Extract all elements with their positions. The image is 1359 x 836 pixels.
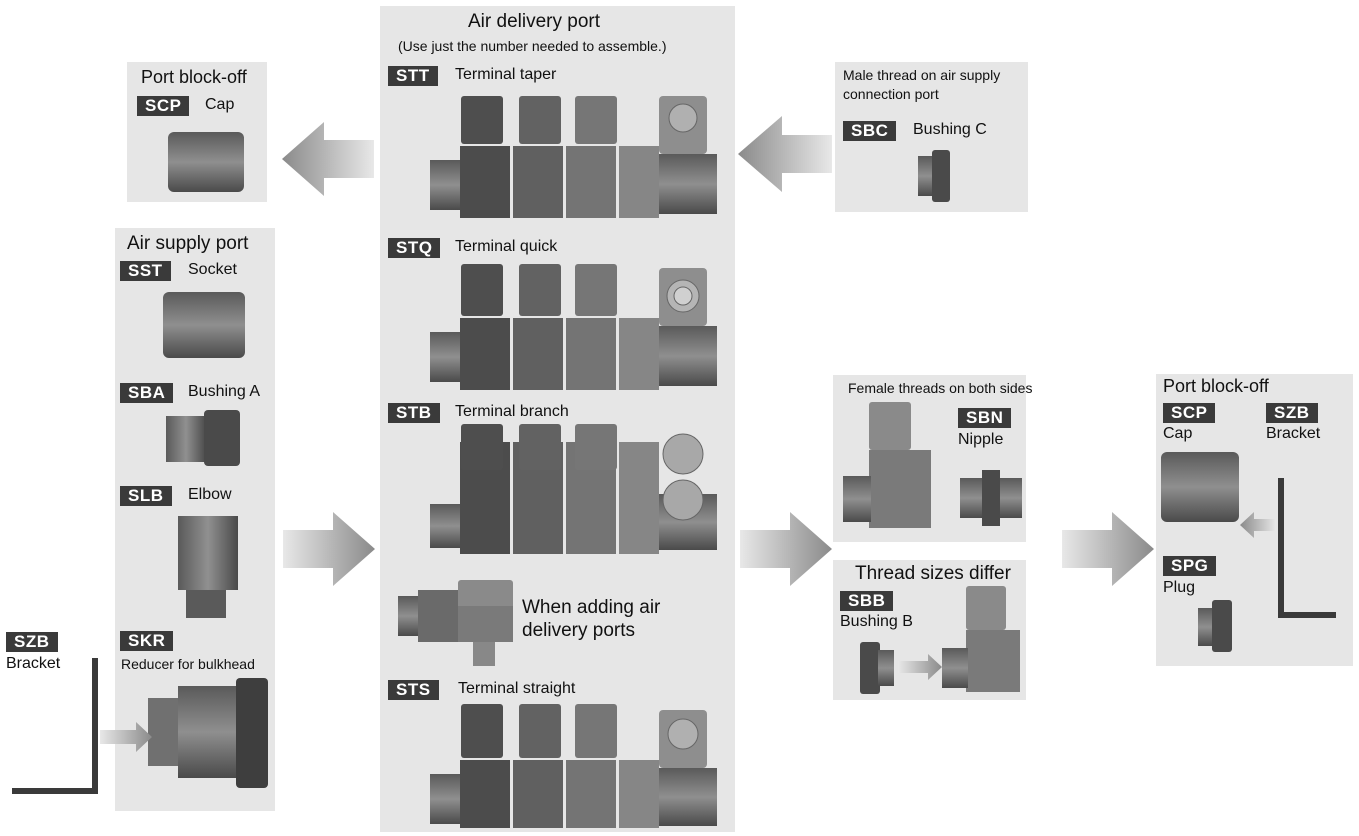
bushing-a-illustration: [166, 410, 240, 466]
szb-badge-left: SZB: [6, 632, 58, 652]
slb-badge: SLB: [120, 486, 172, 506]
szb-label-left: Bracket: [6, 655, 61, 672]
port-block-off-title-right: Port block-off: [1163, 376, 1269, 396]
add-port-tee-illustration: [398, 580, 513, 666]
female-tee-illustration: [843, 402, 931, 528]
air-supply-port-title: Air supply port: [127, 233, 249, 254]
arrow-to-reducer-icon: [100, 722, 152, 752]
reducer-bulkhead-illustration: [148, 678, 268, 788]
sst-label: Socket: [188, 261, 237, 278]
plug-illustration: [1198, 600, 1232, 652]
elbow-illustration: [178, 516, 238, 618]
skr-label: Reducer for bulkhead: [121, 656, 255, 672]
thread-sizes-title: Thread sizes differ: [855, 563, 1011, 584]
stq-label: Terminal quick: [455, 238, 558, 255]
arrow-from-male-thread: [738, 116, 832, 192]
arrow-supply-to-delivery: [283, 512, 375, 586]
stb-badge: STB: [388, 403, 440, 423]
terminal-straight-manifold-illustration: [430, 704, 717, 828]
scp-badge-right: SCP: [1163, 403, 1216, 423]
stb-label: Terminal branch: [455, 403, 569, 420]
nipple-illustration: [960, 470, 1022, 526]
air-delivery-port-subtitle: (Use just the number needed to assemble.…: [398, 38, 667, 54]
szb-badge-right: SZB: [1266, 403, 1318, 423]
socket-illustration: [163, 292, 245, 358]
spg-label: Plug: [1163, 579, 1196, 596]
female-threads-title: Female threads on both sides: [848, 380, 1033, 396]
scp-badge-left: SCP: [137, 96, 190, 116]
tee-with-bushing-illustration: [942, 586, 1020, 692]
arrow-delivery-to-adapters: [740, 512, 832, 586]
sbn-label: Nipple: [958, 431, 1004, 448]
sba-label: Bushing A: [188, 383, 261, 400]
sbc-label: Bushing C: [913, 121, 987, 138]
scp-label-right: Cap: [1163, 425, 1193, 442]
sts-label: Terminal straight: [458, 680, 576, 697]
sba-badge: SBA: [120, 383, 174, 403]
bushing-c-illustration: [918, 150, 950, 202]
cap-illustration: [168, 132, 244, 192]
stq-badge: STQ: [388, 238, 441, 258]
arrow-to-block-off-left: [282, 122, 374, 196]
bracket-illustration-right: [1278, 478, 1336, 618]
terminal-quick-manifold-illustration: [430, 264, 717, 390]
terminal-branch-manifold-illustration: [430, 424, 717, 554]
sbb-label: Bushing B: [840, 613, 913, 630]
air-delivery-port-title: Air delivery port: [468, 11, 600, 32]
arrow-adapters-to-block-off: [1062, 512, 1154, 586]
spg-badge: SPG: [1163, 556, 1217, 576]
slb-label: Elbow: [188, 486, 232, 503]
arrow-to-cap-right-icon: [1240, 512, 1276, 538]
sst-badge: SST: [120, 261, 171, 281]
bracket-illustration-left: [12, 658, 98, 794]
terminal-taper-manifold-illustration: [430, 96, 717, 218]
stt-badge: STT: [388, 66, 438, 86]
arrow-to-tee-icon: [898, 654, 942, 680]
sbb-badge: SBB: [840, 591, 894, 611]
bushing-b-illustration: [860, 642, 894, 694]
adding-ports-note: When adding air delivery ports: [522, 597, 661, 641]
port-block-off-title-left: Port block-off: [141, 67, 247, 87]
male-thread-title: Male thread on air supply connection por…: [843, 67, 1001, 102]
sbn-badge: SBN: [958, 408, 1012, 428]
szb-label-right: Bracket: [1266, 425, 1321, 442]
sbc-badge: SBC: [843, 121, 897, 141]
cap-illustration-right: [1161, 452, 1239, 522]
skr-badge: SKR: [120, 631, 174, 651]
sts-badge: STS: [388, 680, 439, 700]
scp-label-left: Cap: [205, 96, 235, 113]
stt-label: Terminal taper: [455, 66, 557, 83]
